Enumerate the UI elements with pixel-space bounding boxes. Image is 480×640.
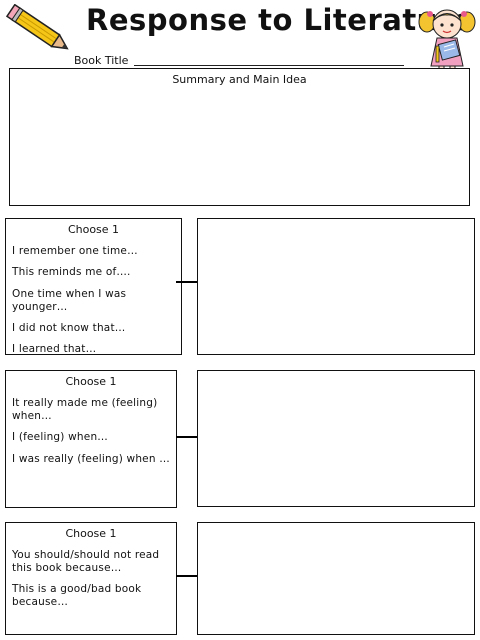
pencil-icon xyxy=(4,3,78,60)
prompt-item: I (feeling) when… xyxy=(12,431,108,443)
prompt-item: This is a good/bad book because… xyxy=(12,583,142,608)
response-box-2[interactable] xyxy=(197,370,475,507)
choose-box-3: Choose 1 You should/should not read this… xyxy=(5,522,177,635)
book-title-row: Book Title xyxy=(74,52,414,68)
response-box-1[interactable] xyxy=(197,218,475,355)
prompt-item: You should/should not read this book bec… xyxy=(12,549,160,574)
page-title: Response to Literature xyxy=(86,3,473,37)
choose-box-1: Choose 1 I remember one time… This remin… xyxy=(5,218,182,355)
summary-label: Summary and Main Idea xyxy=(172,73,307,86)
prompt-item: This reminds me of…. xyxy=(12,266,131,278)
book-title-field[interactable] xyxy=(134,65,404,66)
prompt-item: I was really (feeling) when … xyxy=(12,453,170,465)
choose-heading: Choose 1 xyxy=(65,527,117,540)
girl-reading-icon xyxy=(418,2,476,86)
prompt-item: One time when I was younger… xyxy=(12,288,127,313)
prompt-item: I did not know that… xyxy=(12,322,126,334)
choose-heading: Choose 1 xyxy=(65,375,117,388)
prompt-item: I remember one time… xyxy=(12,245,138,257)
summary-box[interactable]: Summary and Main Idea xyxy=(9,68,470,206)
prompt-item: I learned that… xyxy=(12,343,97,355)
choose-box-2: Choose 1 It really made me (feeling) whe… xyxy=(5,370,177,508)
response-box-3[interactable] xyxy=(197,522,475,635)
choose-heading: Choose 1 xyxy=(67,223,120,236)
book-title-label: Book Title xyxy=(74,54,129,67)
prompt-item: It really made me (feeling) when… xyxy=(12,397,158,422)
